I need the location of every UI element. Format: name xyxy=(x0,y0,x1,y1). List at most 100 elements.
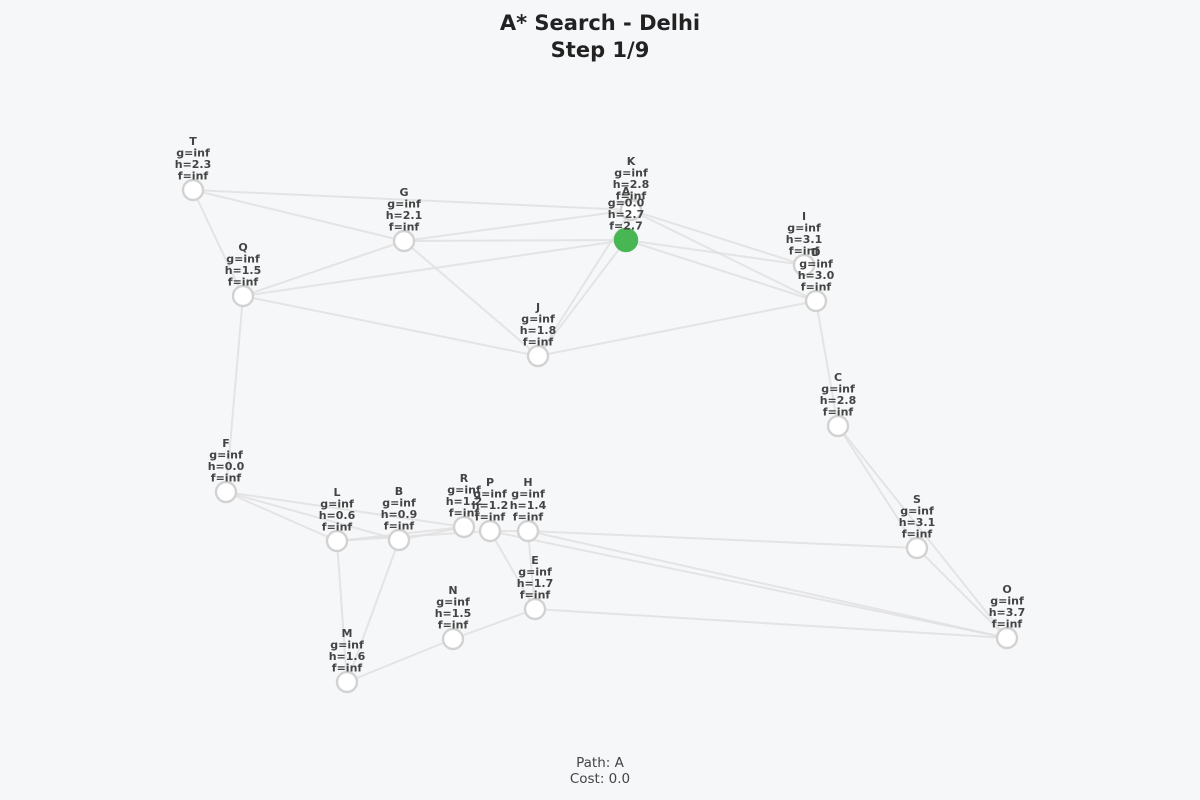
node-A[interactable] xyxy=(613,227,639,253)
node-T-h-text: h=2.3 xyxy=(175,158,212,171)
node-I[interactable] xyxy=(792,253,816,277)
node-S-id-text: S xyxy=(913,493,921,506)
edge-G-K xyxy=(403,209,632,242)
node-L[interactable] xyxy=(325,529,349,553)
node-H-f-text: f=inf xyxy=(513,511,544,524)
node-F-g-text: g=inf xyxy=(209,449,243,462)
node-M-g-text: g=inf xyxy=(330,639,364,652)
node-K-id-text: K xyxy=(627,155,636,168)
edge-K-I xyxy=(630,209,805,266)
edge-G-Q xyxy=(242,240,405,297)
node-A-h-text: h=2.7 xyxy=(608,208,645,221)
node-T[interactable] xyxy=(181,178,205,202)
node-S-f-text: f=inf xyxy=(902,528,933,541)
edge-H-O xyxy=(527,530,1008,639)
node-N-g-text: g=inf xyxy=(436,596,470,609)
node-S-h-text: h=3.1 xyxy=(899,516,936,529)
edge-L-M xyxy=(336,540,348,683)
node-G-f-text: f=inf xyxy=(389,221,420,234)
edge-A-D xyxy=(625,239,817,302)
node-R-id-text: R xyxy=(460,472,469,485)
node-O[interactable] xyxy=(995,626,1019,650)
node-L-g-text: g=inf xyxy=(320,498,354,511)
node-Q-h-text: h=1.5 xyxy=(225,264,262,277)
node-D-id-text: D xyxy=(811,246,820,259)
node-B[interactable] xyxy=(387,528,411,552)
node-N-h-text: h=1.5 xyxy=(435,607,472,620)
footer: Path: A Cost: 0.0 xyxy=(0,755,1200,787)
node-K[interactable] xyxy=(619,198,643,222)
node-M-h-text: h=1.6 xyxy=(329,650,366,663)
node-T-f-text: f=inf xyxy=(178,170,209,183)
path-text: Path: A xyxy=(576,755,624,771)
edge-G-J xyxy=(403,240,539,357)
edge-P-E xyxy=(489,530,536,610)
edge-T-K xyxy=(192,189,632,211)
chart-title: A* Search - Delhi Step 1/9 xyxy=(0,10,1200,64)
node-L-h-text: h=0.6 xyxy=(319,509,356,522)
node-R[interactable] xyxy=(452,515,476,539)
node-D-f-text: f=inf xyxy=(801,281,832,294)
edge-E-N xyxy=(452,608,536,640)
node-C-g-text: g=inf xyxy=(821,383,855,396)
title-line-2: Step 1/9 xyxy=(550,38,650,62)
edge-Q-A xyxy=(242,239,627,297)
node-C-id-text: C xyxy=(834,371,842,384)
node-D-g-text: g=inf xyxy=(799,258,833,271)
node-P-g-text: g=inf xyxy=(473,488,507,501)
node-M-id-text: M xyxy=(342,627,353,640)
node-J[interactable] xyxy=(526,344,550,368)
edge-J-D xyxy=(537,300,817,357)
node-Q-id-text: Q xyxy=(238,241,247,254)
node-T-id-text: T xyxy=(189,135,197,148)
node-E-g-text: g=inf xyxy=(518,566,552,579)
node-C[interactable] xyxy=(826,414,850,438)
node-S[interactable] xyxy=(905,536,929,560)
node-O-f-text: f=inf xyxy=(992,618,1023,631)
edge-P-O xyxy=(489,530,1008,639)
edge-H-E xyxy=(527,530,536,610)
node-M-f-text: f=inf xyxy=(332,662,363,675)
edge-B-M xyxy=(346,539,400,683)
node-E-id-text: E xyxy=(531,554,539,567)
node-G-h-text: h=2.1 xyxy=(386,209,423,222)
node-H-h-text: h=1.4 xyxy=(510,499,547,512)
edge-T-G xyxy=(192,189,405,242)
node-F-f-text: f=inf xyxy=(211,472,242,485)
edge-H-S xyxy=(527,530,918,549)
node-Q[interactable] xyxy=(231,284,255,308)
node-F[interactable] xyxy=(214,480,238,504)
node-P[interactable] xyxy=(478,519,502,543)
edge-A-I xyxy=(625,239,805,266)
node-E[interactable] xyxy=(523,597,547,621)
node-N-f-text: f=inf xyxy=(438,619,469,632)
node-O-g-text: g=inf xyxy=(990,595,1024,608)
node-H[interactable] xyxy=(516,519,540,543)
node-N[interactable] xyxy=(441,627,465,651)
node-N-id-text: N xyxy=(448,584,457,597)
node-J-g-text: g=inf xyxy=(521,313,555,326)
node-M[interactable] xyxy=(335,670,359,694)
node-R-h-text: h=1.2 xyxy=(446,495,483,508)
node-D[interactable] xyxy=(804,289,828,313)
node-H-id-text: H xyxy=(523,476,532,489)
node-I-h-text: h=3.1 xyxy=(786,233,823,246)
edge-S-O xyxy=(916,547,1008,639)
node-C-f-text: f=inf xyxy=(823,406,854,419)
node-G[interactable] xyxy=(392,229,416,253)
